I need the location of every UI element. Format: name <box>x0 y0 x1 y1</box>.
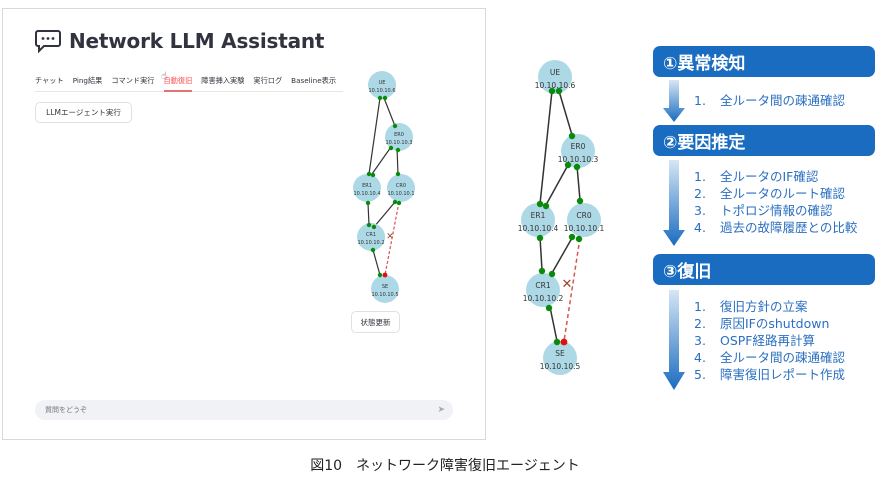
app-screenshot-frame: Network LLM Assistant チャット Ping結果 コマンド実行… <box>2 8 486 440</box>
node-er0-label: ER0 <box>394 132 404 138</box>
node-cr0-label: CR0 <box>396 183 406 189</box>
app-header: Network LLM Assistant <box>35 29 324 53</box>
stage-anomaly-detection: ①異常検知 <box>653 46 875 77</box>
node-er1-ip: 10.10.10.4 <box>353 191 380 197</box>
chat-input-bar: ➤ <box>35 400 453 420</box>
stage1-steps: 1.全ルータ間の疎通確認 <box>694 92 845 109</box>
node-se-label: SE <box>555 349 565 358</box>
tab-bar: チャット Ping結果 コマンド実行 自動復旧 障害挿入実験 実行ログ Base… <box>35 71 343 92</box>
topology-graph-small: UE 10.10.10.6 ER0 10.10.10.3 ER1 10.10.1… <box>353 71 415 303</box>
step-item: 1.全ルータのIF確認 <box>694 169 819 184</box>
chat-input[interactable] <box>43 405 407 415</box>
step-item: 2.原因IFのshutdown <box>694 316 830 331</box>
stage3-steps: 1.復旧方針の立案 2.原因IFのshutdown 3.OSPF経路再計算 4.… <box>694 298 845 383</box>
node-se-ip: 10.10.10.5 <box>540 362 581 371</box>
tab-exec-log[interactable]: 実行ログ <box>253 76 283 85</box>
step-item: 3.トポロジ情報の確認 <box>694 203 833 218</box>
stage-recovery: ③復旧 <box>653 254 875 285</box>
status-update-button[interactable]: 状態更新 <box>351 311 400 333</box>
llm-agent-run-button[interactable]: LLMエージェント実行 <box>35 102 132 123</box>
fault-x-icon: ✕ <box>562 277 573 292</box>
node-se-label: SE <box>382 284 388 290</box>
down-arrow-icon <box>663 290 685 390</box>
node-cr1-label: CR1 <box>366 232 376 238</box>
hand-pointer-icon: ☝ <box>161 71 168 82</box>
node-cr0-ip: 10.10.10.1 <box>564 224 605 233</box>
node-cr0-ip: 10.10.10.1 <box>387 191 414 197</box>
fault-x-icon: ✕ <box>386 232 394 242</box>
tab-baseline[interactable]: Baseline表示 <box>291 76 337 85</box>
tab-fault-injection[interactable]: 障害挿入実験 <box>201 76 245 85</box>
node-er1-label: ER1 <box>362 183 372 189</box>
topology-graph-large: UE 10.10.10.6 ER0 10.10.10.3 ER1 10.10.1… <box>518 60 605 375</box>
step-item: 4.全ルータ間の疎通確認 <box>694 350 846 365</box>
node-cr1-ip: 10.10.10.2 <box>523 294 564 303</box>
step-item: 4.過去の故障履歴との比較 <box>694 220 858 235</box>
node-er1-label: ER1 <box>531 211 546 220</box>
down-arrow-icon <box>663 80 685 122</box>
step-item: 2.全ルータのルート確認 <box>694 186 846 201</box>
node-ue-ip: 10.10.10.6 <box>368 88 395 94</box>
stage2-steps: 1.全ルータのIF確認 2.全ルータのルート確認 3.トポロジ情報の確認 4.過… <box>694 168 857 236</box>
node-cr0-label: CR0 <box>576 211 591 220</box>
app-title: Network LLM Assistant <box>69 29 325 53</box>
node-cr1-ip: 10.10.10.2 <box>357 240 384 246</box>
node-er0-ip: 10.10.10.3 <box>385 140 412 146</box>
figure-caption: 図10 ネットワーク障害復旧エージェント <box>310 458 580 474</box>
node-er1-ip: 10.10.10.4 <box>518 224 559 233</box>
node-ue-label: UE <box>550 68 560 77</box>
node-cr1-label: CR1 <box>535 281 550 290</box>
step-item: 3.OSPF経路再計算 <box>694 333 816 348</box>
send-arrow-icon[interactable]: ➤ <box>437 405 445 415</box>
tab-auto-recovery[interactable]: 自動復旧 <box>163 71 192 92</box>
tab-chat[interactable]: チャット <box>35 76 64 85</box>
node-er0-label: ER0 <box>571 142 586 151</box>
node-ue-label: UE <box>379 80 386 86</box>
step-item: 5.障害復旧レポート作成 <box>694 367 846 382</box>
tab-ping-results[interactable]: Ping結果 <box>72 76 103 85</box>
node-er0-ip: 10.10.10.3 <box>558 155 599 164</box>
step-item: 1.全ルータ間の疎通確認 <box>694 93 846 108</box>
node-se-ip: 10.10.10.5 <box>371 292 398 298</box>
chat-bubble-icon <box>35 30 61 53</box>
tab-command-exec[interactable]: コマンド実行 <box>111 76 155 85</box>
down-arrow-icon <box>663 160 685 246</box>
stage-cause-estimation: ②要因推定 <box>653 125 875 156</box>
node-ue-ip: 10.10.10.6 <box>535 81 576 90</box>
step-item: 1.復旧方針の立案 <box>694 299 808 314</box>
